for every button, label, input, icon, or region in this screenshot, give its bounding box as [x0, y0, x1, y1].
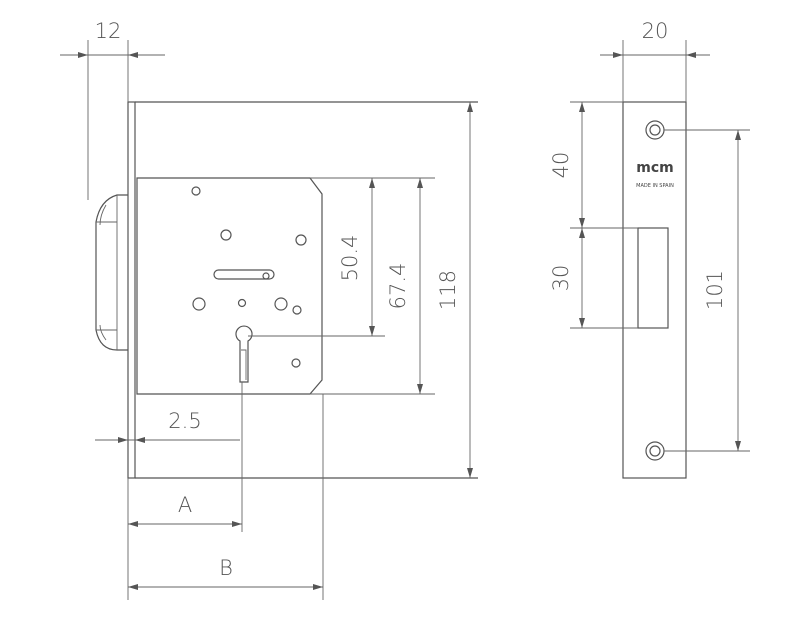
- dim-a-label: A: [178, 493, 192, 517]
- dim-12: 12: [60, 19, 165, 200]
- bolt-window: [637, 227, 669, 329]
- dim-40: 40: [549, 101, 638, 229]
- dim-118-label: 118: [436, 270, 460, 310]
- dim-50-4-label: 50.4: [338, 235, 362, 282]
- dim-67-4-label: 67.4: [386, 263, 410, 310]
- dim-2-5-label: 2.5: [168, 409, 201, 433]
- follower-slot: [213, 269, 275, 280]
- hole: [237, 298, 247, 308]
- hole: [274, 297, 288, 311]
- dim-a: A: [127, 382, 243, 600]
- hole: [291, 358, 301, 368]
- keyhole: [235, 325, 253, 383]
- brand-logo: mcm: [636, 160, 673, 176]
- dim-20-label: 20: [642, 19, 669, 43]
- dim-30: 30: [549, 228, 638, 329]
- bolt-curve: [99, 204, 107, 226]
- hole: [292, 305, 302, 315]
- hole: [191, 186, 201, 196]
- faceplate-side: [127, 101, 136, 479]
- screw-hole-top: [645, 120, 665, 140]
- bolt: [95, 194, 128, 351]
- dim-50-4: 50.4: [248, 177, 435, 337]
- faceplate-front-view: mcm MADE IN SPAIN: [622, 101, 687, 479]
- screw-hole-top-inner: [649, 124, 661, 136]
- keyhole-inner: [241, 349, 247, 380]
- hole: [192, 297, 206, 311]
- hole: [262, 272, 270, 280]
- mechanism-plate: [136, 177, 323, 395]
- bolt-curve: [99, 324, 107, 341]
- lock-body-view: [95, 101, 478, 479]
- hole: [295, 234, 307, 246]
- dim-101-label: 101: [703, 270, 727, 310]
- dim-2-5: 2.5: [95, 409, 240, 443]
- screw-hole-bottom: [645, 441, 665, 461]
- dim-b: B: [128, 394, 324, 600]
- origin-label: MADE IN SPAIN: [636, 183, 674, 189]
- screw-hole-bottom-inner: [649, 445, 661, 457]
- dim-118: 118: [436, 102, 473, 478]
- faceplate: [622, 101, 687, 479]
- dim-b-label: B: [219, 556, 233, 580]
- dim-67-4: 67.4: [310, 178, 435, 395]
- dim-40-label: 40: [549, 152, 573, 179]
- dim-101: 101: [664, 129, 750, 452]
- hole: [220, 229, 232, 241]
- dim-20: 20: [600, 19, 710, 102]
- dim-30-label: 30: [549, 265, 573, 292]
- dim-12-label: 12: [95, 19, 122, 43]
